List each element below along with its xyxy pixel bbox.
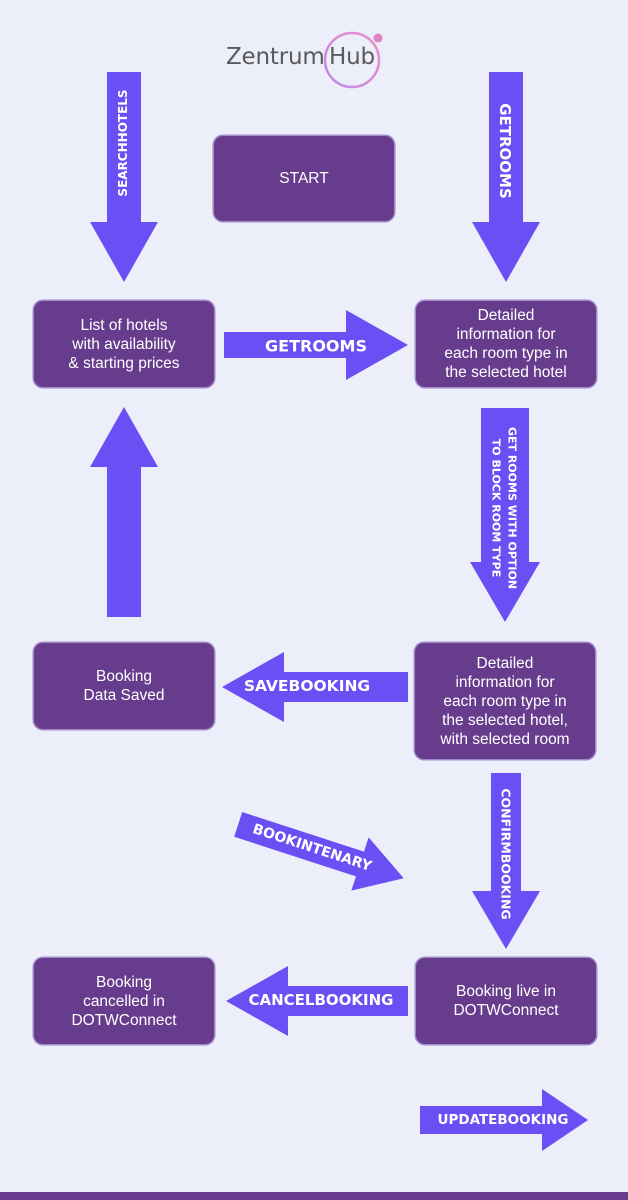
get-rooms-mid-label: GETROOMS <box>265 336 367 356</box>
arrow-left-icon <box>222 652 408 722</box>
arrow-left-icon <box>226 966 408 1036</box>
save-booking-arrow <box>222 652 408 722</box>
logo-text-zentrum: Zentrum <box>226 44 325 70</box>
search-hotels-arrow <box>90 72 158 282</box>
book-itinerary-arrow <box>228 810 412 892</box>
get-rooms-mid-arrow <box>224 310 408 380</box>
block-room-arrow <box>470 408 540 622</box>
logo-text-hub: Hub <box>329 44 375 70</box>
confirm-booking-arrow <box>472 773 540 949</box>
block-room-label-line1: GET ROOMS WITH OPTION <box>505 426 519 590</box>
update-booking-label: UPDATEBOOKING <box>437 1112 569 1128</box>
block-room-label-line2: TO BLOCK ROOM TYPE <box>489 438 503 578</box>
arrow-right-icon <box>224 310 408 380</box>
confirm-booking-label: CONFIRMBOOKING <box>498 788 514 920</box>
room-info-box: Detailed information for each room type … <box>416 301 596 387</box>
start-box: START <box>214 136 394 221</box>
arrow-up-icon <box>90 407 158 617</box>
zentrumhub-logo: Zentrum Hub <box>226 30 406 90</box>
footer-bar <box>0 1192 628 1200</box>
booking-cancelled-box: Booking cancelled in DOTWConnect <box>34 958 214 1044</box>
arrow-down-icon <box>472 72 540 282</box>
room-info-selected-box: Detailed information for each room type … <box>415 643 595 759</box>
get-rooms-top-arrow <box>472 72 540 282</box>
arrow-down-icon <box>90 72 158 282</box>
cancel-booking-label: CANCELBOOKING <box>248 991 394 1009</box>
arrow-down-icon <box>470 408 540 622</box>
save-booking-label: SAVEBOOKING <box>243 677 371 695</box>
booking-saved-box: Booking Data Saved <box>34 643 214 729</box>
search-hotels-label: SEARCHHOTELS <box>116 89 130 197</box>
logo-ring-icon <box>323 31 383 89</box>
get-rooms-top-label: GETROOMS <box>496 103 514 199</box>
return-up-arrow <box>90 407 158 617</box>
arrow-down-icon <box>472 773 540 949</box>
hotel-list-box: List of hotels with availability & start… <box>34 301 214 387</box>
booking-live-box: Booking live in DOTWConnect <box>416 958 596 1044</box>
arrow-diagonal-icon <box>234 812 404 891</box>
update-booking-arrow <box>420 1089 588 1151</box>
cancel-booking-arrow <box>226 966 408 1036</box>
arrow-right-icon <box>420 1089 588 1151</box>
